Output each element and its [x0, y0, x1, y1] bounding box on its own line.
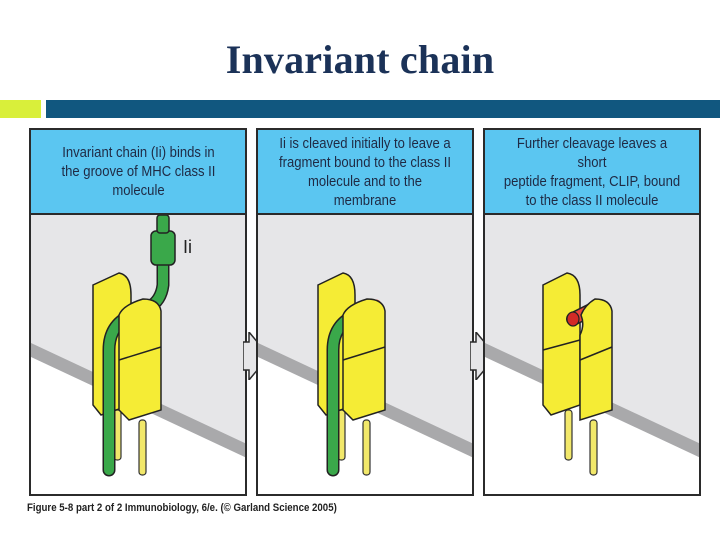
figure-panel-1: Invariant chain (Ii) binds in the groove… [29, 128, 247, 496]
figure-panel-2: Ii is cleaved initially to leave a fragm… [256, 128, 474, 496]
panel-header: Invariant chain (Ii) binds in the groove… [31, 130, 245, 215]
mhc-ii-ii-fragment-illustration [258, 272, 472, 494]
accent-bar-green [0, 100, 41, 118]
panel-caption: Ii is cleaved initially to leave a fragm… [278, 134, 452, 209]
mhc-ii-clip-illustration [485, 272, 699, 494]
accent-bar-blue [46, 100, 720, 118]
slide-title: Invariant chain [225, 37, 495, 82]
panel-caption: Invariant chain (Ii) binds in the groove… [61, 144, 215, 199]
figure-source-caption: Figure 5-8 part 2 of 2 Immunobiology, 6/… [27, 502, 337, 514]
panel-header: Further cleavage leaves a short peptide … [485, 130, 699, 215]
figure-panel-3: Further cleavage leaves a short peptide … [483, 128, 701, 496]
panel-caption: Further cleavage leaves a short peptide … [503, 134, 681, 209]
panel-header: Ii is cleaved initially to leave a fragm… [258, 130, 472, 215]
mhc-ii-invariant-chain-illustration: Ii [31, 215, 245, 494]
ii-label: Ii [183, 237, 192, 257]
